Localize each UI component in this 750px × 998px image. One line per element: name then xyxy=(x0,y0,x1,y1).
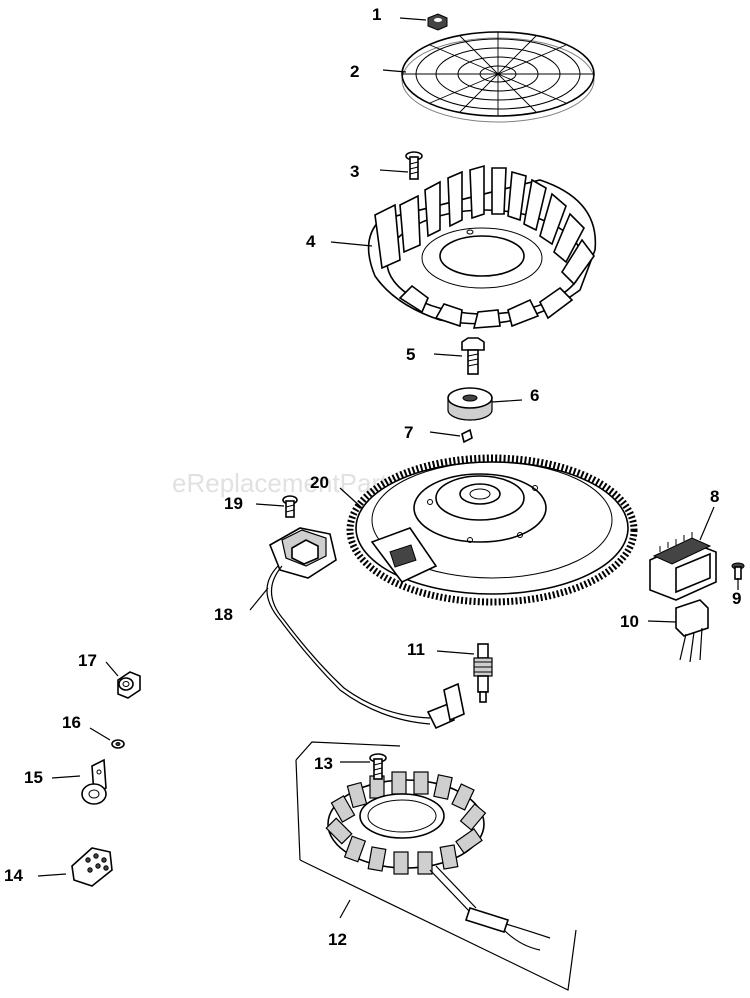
part-10-connector[interactable] xyxy=(675,599,709,663)
callout-4: 4 xyxy=(306,232,316,251)
part-1-nut[interactable] xyxy=(427,13,448,31)
callout-15: 15 xyxy=(24,768,43,787)
part-20-flywheel[interactable] xyxy=(346,454,638,606)
callout-14: 14 xyxy=(4,866,23,885)
part-5-bolt[interactable] xyxy=(461,337,485,375)
callout-2: 2 xyxy=(350,62,359,81)
part-15-bracket-clamp[interactable] xyxy=(81,758,107,805)
part-19-screw[interactable] xyxy=(282,495,298,518)
callout-labels: 1 2 3 4 5 6 7 8 9 10 11 12 13 14 15 16 1… xyxy=(4,5,741,949)
callout-11: 11 xyxy=(407,640,425,659)
callout-19: 19 xyxy=(224,494,243,513)
part-2-grass-screen[interactable] xyxy=(401,31,595,123)
callout-7: 7 xyxy=(404,423,413,442)
part-7-key[interactable] xyxy=(461,428,473,444)
part-12-stator[interactable] xyxy=(295,741,577,991)
part-4-fan[interactable] xyxy=(367,164,597,329)
callout-18: 18 xyxy=(214,605,233,624)
callout-13: 13 xyxy=(314,754,333,773)
callout-20: 20 xyxy=(310,473,329,492)
callout-17: 17 xyxy=(78,651,97,670)
callout-3: 3 xyxy=(350,162,359,181)
part-14-connector-block[interactable] xyxy=(71,847,113,887)
part-17-clamp[interactable] xyxy=(117,671,141,699)
callout-8: 8 xyxy=(710,487,719,506)
callout-6: 6 xyxy=(530,386,539,405)
part-3-screw[interactable] xyxy=(405,151,423,180)
callout-1: 1 xyxy=(372,5,381,24)
leader-lines xyxy=(37,17,739,919)
part-13-screw[interactable] xyxy=(369,753,387,780)
callout-16: 16 xyxy=(62,713,81,732)
part-16-washer[interactable] xyxy=(111,739,125,749)
part-11-spark-plug[interactable] xyxy=(473,643,493,703)
part-6-washer[interactable] xyxy=(447,387,493,421)
part-18-ignition-module[interactable] xyxy=(266,527,465,730)
callout-10: 10 xyxy=(620,612,639,631)
part-8-rectifier-regulator[interactable] xyxy=(649,532,717,601)
callout-5: 5 xyxy=(406,345,415,364)
part-9-screw[interactable] xyxy=(731,562,745,580)
callout-9: 9 xyxy=(732,589,741,608)
callout-12: 12 xyxy=(328,930,347,949)
